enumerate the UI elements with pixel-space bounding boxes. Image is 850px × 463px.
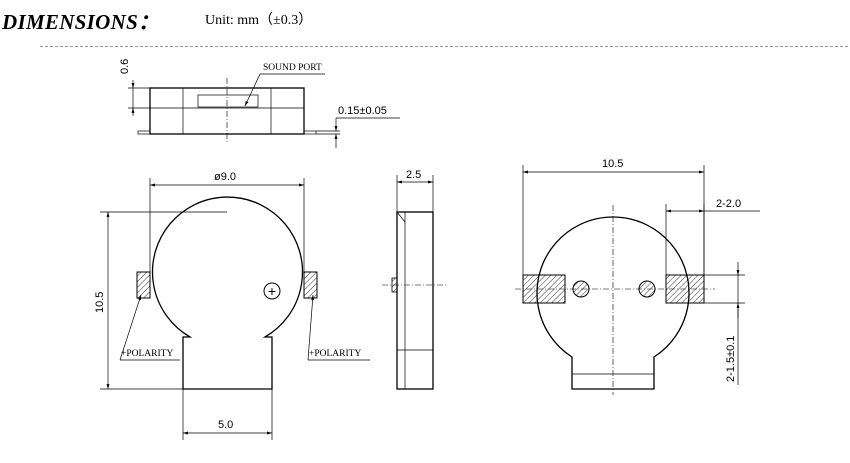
header-divider bbox=[40, 46, 848, 47]
polarity-label-left: +POLARITY bbox=[121, 349, 173, 359]
top-view-thickness-dim: 0.15±0.05 bbox=[338, 105, 387, 117]
dimensions-title: DIMENSIONS： bbox=[2, 10, 160, 34]
bottom-pad-left bbox=[522, 274, 566, 304]
side-depth-dim: 2.5 bbox=[406, 169, 421, 181]
bottom-width-dim: 10.5 bbox=[602, 158, 623, 170]
side-view-body bbox=[396, 211, 434, 390]
top-view: 0.6 SOUND PORT 0.15±0.05 bbox=[119, 59, 400, 148]
front-pad-right bbox=[303, 271, 318, 299]
front-view: + ø9.0 10.5 5.0 +POLARITY +POLARITY bbox=[94, 171, 370, 440]
unit-note: Unit: mm（±0.3） bbox=[205, 13, 313, 28]
polarity-label-right: +POLARITY bbox=[309, 349, 361, 359]
front-pad-left bbox=[136, 271, 151, 299]
front-height-dim: 10.5 bbox=[94, 292, 106, 313]
top-view-pin-left bbox=[137, 130, 151, 135]
top-view-pin-right bbox=[303, 130, 317, 135]
plus-mark-circle bbox=[263, 282, 281, 300]
sound-port-label: SOUND PORT bbox=[263, 63, 322, 73]
bottom-view: 10.5 2-2.0 2-1.5±0.1 bbox=[515, 158, 760, 395]
sound-port bbox=[197, 94, 259, 108]
front-width-dim: 5.0 bbox=[218, 419, 233, 431]
front-view-body bbox=[151, 196, 304, 390]
plus-mark: + bbox=[268, 283, 276, 299]
bottom-hole-right bbox=[638, 280, 656, 298]
bottom-pad-dim: 2-2.0 bbox=[716, 198, 741, 210]
front-diameter-dim: ø9.0 bbox=[214, 171, 236, 183]
header: DIMENSIONS： Unit: mm（±0.3） bbox=[0, 0, 850, 40]
bottom-view-body bbox=[536, 216, 690, 390]
bottom-pad-right bbox=[665, 274, 705, 304]
bottom-hole-left bbox=[572, 280, 590, 298]
bottom-pad-height-dim: 2-1.5±0.1 bbox=[725, 336, 737, 382]
top-view-height-dim: 0.6 bbox=[119, 59, 131, 74]
side-view: 2.5 bbox=[382, 169, 448, 390]
